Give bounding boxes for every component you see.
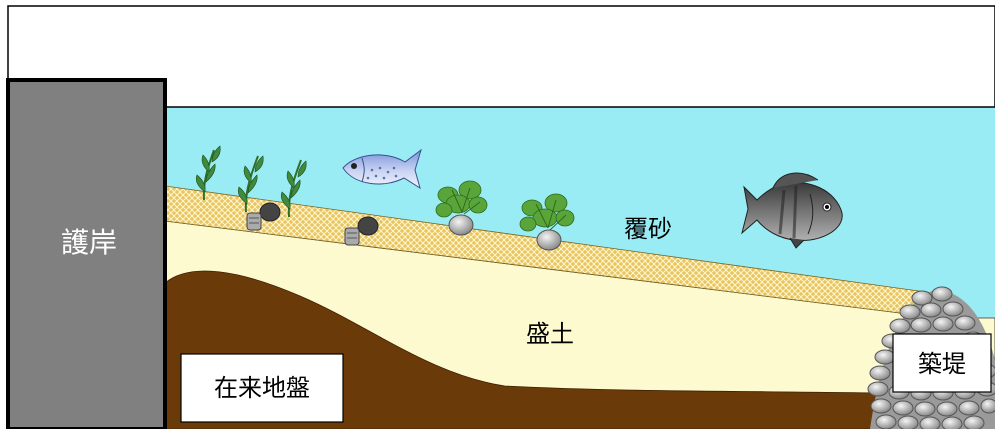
embankment-label-box: 築堤 [892,333,992,393]
original-ground-label: 在来地盤 [214,374,310,402]
fill-soil-label: 盛土 [526,320,574,348]
cover-sand-label: 覆砂 [624,215,672,243]
original-ground-layer [164,270,995,429]
fish-icon [342,148,422,190]
embankment-label: 築堤 [918,350,966,378]
seawall-label: 護岸 [61,226,117,259]
seagrass-icon [195,145,307,218]
seawall [6,78,167,429]
seaweed-on-rock-icon [435,180,575,251]
fish-icon [741,172,843,249]
shellfish-icon [246,202,379,246]
original-ground-label-box: 在来地盤 [180,353,344,423]
